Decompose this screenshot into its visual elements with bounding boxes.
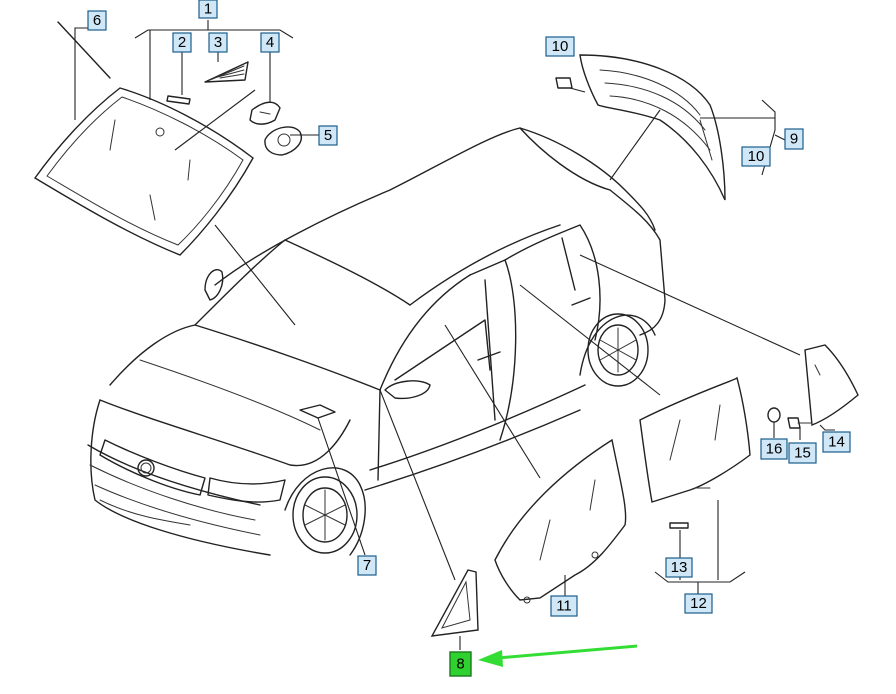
callout-label: 14 [828,434,845,451]
callout-8[interactable]: 8 [449,651,472,677]
callout-label: 5 [324,127,332,144]
highlight-arrow [478,644,638,667]
group-bracket-12 [654,571,746,583]
callout-label: 16 [766,441,783,458]
callout-16[interactable]: 16 [760,438,788,460]
callout-label: 12 [690,595,707,612]
callout-5[interactable]: 5 [318,125,338,146]
callout-12[interactable]: 12 [684,593,713,614]
bracket-9-tick [774,134,786,141]
callout-label: 11 [556,598,572,615]
callout-15[interactable]: 15 [788,442,817,464]
door-triangle-glass [379,389,479,650]
windshield-glass [33,21,254,256]
callout-label: 8 [456,656,464,673]
callout-13[interactable]: 13 [665,557,693,578]
callout-1[interactable]: 1 [198,0,218,19]
callout-label: 3 [214,34,222,51]
windshield-leader [214,224,296,326]
callout-label: 10 [748,148,765,165]
callout-label: 6 [93,12,101,29]
bracket-14 [819,424,835,431]
mirror-bracket-parts [166,61,302,156]
callout-7[interactable]: 7 [357,555,377,576]
rear-window-glass [555,54,775,201]
callout-label: 13 [671,559,688,576]
callout-9[interactable]: 9 [784,128,804,150]
callout-label: 2 [178,34,186,51]
callout-11[interactable]: 11 [550,595,578,617]
callout-label: 10 [552,38,569,55]
callout-4[interactable]: 4 [260,32,280,53]
callout-10-rear-clip[interactable]: 10 [545,36,575,57]
callout-label: 15 [794,445,811,462]
front-door-glass [444,324,627,604]
group-bracket-9 [761,99,776,176]
callout-label: 1 [204,1,212,18]
callout-6[interactable]: 6 [87,10,107,31]
part-7-leader [317,417,366,556]
car-body [87,127,666,556]
callout-label: 7 [363,557,371,574]
callout-10-bracket[interactable]: 10 [741,146,771,167]
callout-label: 4 [266,34,274,51]
callout-14[interactable]: 14 [822,431,851,453]
rear-door-glass [519,284,751,580]
callout-2[interactable]: 2 [172,32,192,53]
callout-3[interactable]: 3 [208,32,228,53]
callout-label: 9 [790,131,798,148]
